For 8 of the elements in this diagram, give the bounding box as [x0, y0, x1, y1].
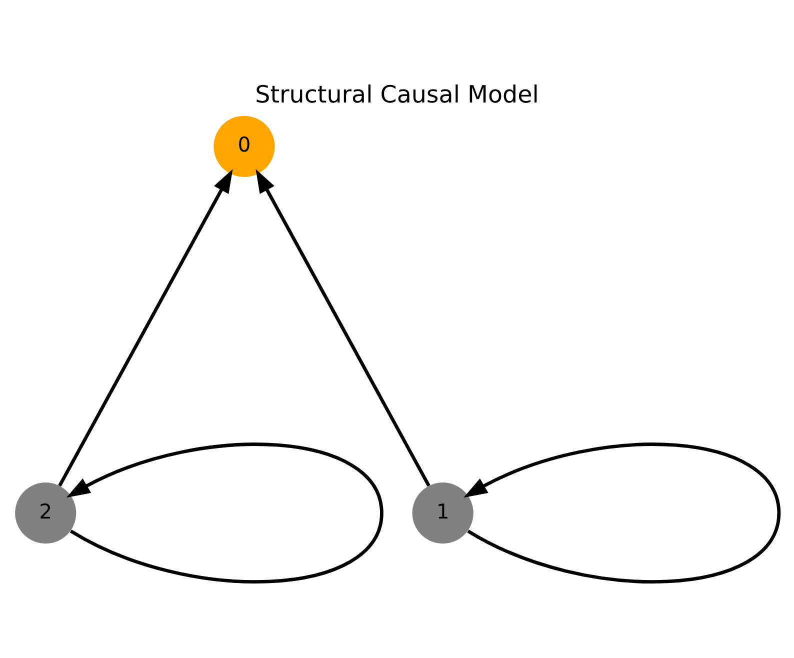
node-circle: 2	[15, 482, 76, 544]
diagram-title: Structural Causal Model	[255, 80, 539, 108]
arrow	[256, 168, 430, 486]
node-circle: 0	[214, 115, 275, 176]
node-circle: 1	[412, 482, 474, 544]
arrow	[464, 442, 781, 583]
arrow	[58, 168, 233, 486]
arrow	[66, 442, 384, 583]
